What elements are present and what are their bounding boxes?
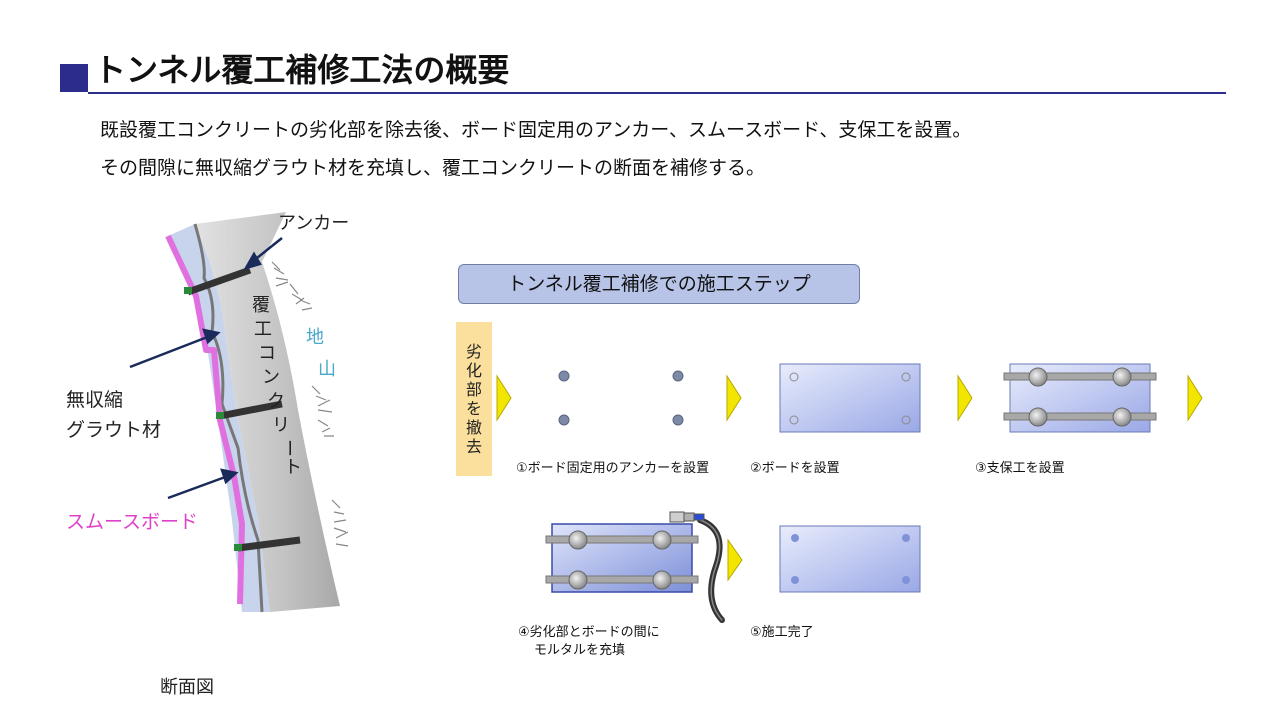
board-callout-arrow [167,474,229,500]
step4-washers [568,530,672,590]
removal-stage-label: 劣 化 部 を 撤 去 [465,342,482,456]
step3-caption: ③支保工を設置 [975,461,1065,476]
step1-anchor-dots [558,370,684,426]
grout-callout-arrow [129,334,211,369]
lining-char: ク [267,391,285,412]
anchor-bar [186,266,252,296]
title-bullet [60,64,88,92]
step3-washers [1028,367,1132,427]
smooth-board-label: スムースボード [66,511,199,533]
page-title: トンネル覆工補修工法の概要 [94,51,510,89]
lining-char: 工 [254,319,272,340]
step-arrow [727,538,743,582]
cross-section-diagram [129,212,349,613]
lining-char: ー [278,439,299,457]
step5-board [779,525,921,593]
ground-hatching [271,261,349,547]
step3-support-bars [1003,372,1157,421]
lining-concrete [195,212,340,612]
grout-label-line-1: 無収縮 [66,389,124,411]
step4-caption-line-1: ④劣化部とボードの間に [518,625,660,640]
anchor-label: アンカー [278,213,350,234]
step4-caption-line-2: モルタルを充填 [534,643,626,658]
step5-board-holes [791,534,910,584]
removal-stage-box: 劣 化 部 を 撤 去 [456,322,492,476]
anchor-bar [237,536,301,552]
step2-caption: ②ボードを設置 [750,461,840,476]
construction-steps-diagram [496,363,1203,623]
construction-steps-header: トンネル覆工補修での施工ステップ [458,264,860,304]
step4-nozzle [669,511,705,523]
lining-char: コ [258,343,276,364]
step-arrow [957,374,973,422]
lining-char: ト [284,457,302,478]
intro-line-2: その間隙に無収縮グラウト材を充填し、覆工コンクリートの断面を補修する。 [100,157,766,179]
grout-label-line-2: グラウト材 [66,419,162,441]
step4-grout-hose [697,517,725,623]
smooth-board-line [165,234,245,605]
step2-board-holes [789,372,911,425]
anchor-head [234,544,242,551]
anchor-head [184,287,192,294]
lining-char: 覆 [252,295,270,316]
step5-caption: ⑤施工完了 [750,625,814,640]
cross-section-caption: 断面図 [160,677,214,698]
step-arrow [726,374,742,422]
intro-line-1: 既設覆工コンクリートの劣化部を除去後、ボード固定用のアンカー、スムースボード、支… [100,119,972,141]
anchor-bar [219,400,283,420]
step-arrow [496,374,512,422]
step2-board [779,363,921,433]
grout-boundary-line [193,223,264,613]
ground-char: 地 [306,327,324,348]
step-arrow [1187,374,1203,422]
step1-caption: ①ボード固定用のアンカーを設置 [516,461,710,476]
callout-arrows [129,237,283,500]
lining-char: リ [272,415,290,436]
title-underline [88,92,1226,94]
lining-char: ン [262,367,280,388]
step4-support-bars [545,535,699,584]
anchor-head [216,412,224,419]
ground-char: 山 [318,359,336,380]
